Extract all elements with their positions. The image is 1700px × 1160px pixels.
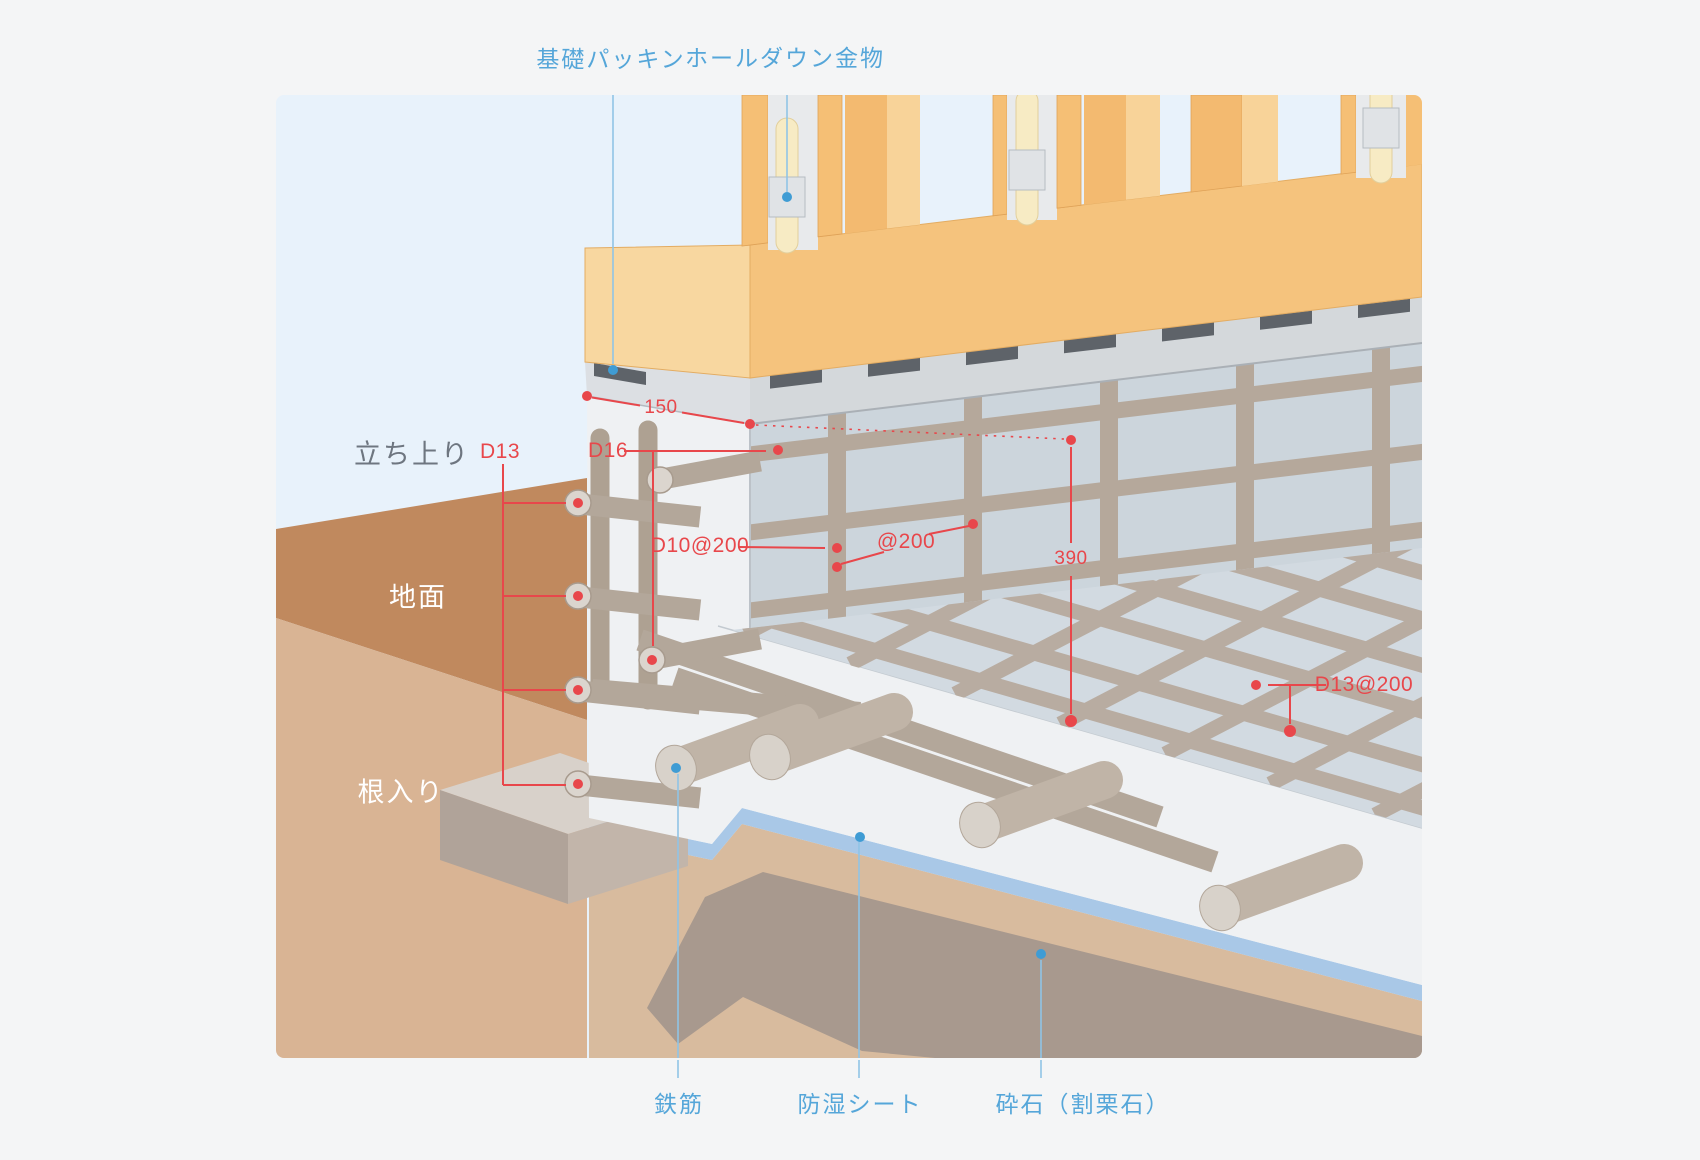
label-foundation-packing: 基礎パッキン [536,46,686,72]
columns [741,95,1422,254]
holddown-plate [1362,107,1400,149]
label-holddown-hardware: ホールダウン金物 [685,45,885,71]
wall-vertical-bars [828,347,1390,620]
label-dim-d13: D13 [479,440,521,463]
label-dim-d16: D16 [587,439,629,462]
red-dots [573,391,1296,789]
red-annotations [502,391,1326,789]
label-dim-390: 390 [1054,548,1088,569]
label-dim-d13-200: D13@200 [1314,673,1414,696]
blue-dots [608,192,1046,959]
label-embedment: 根入り [357,777,445,808]
label-ground: 地面 [389,582,447,613]
dim-d10-leader [737,546,826,549]
dim-at200-leader [840,525,970,565]
crushed-stone-layer [647,872,1422,1058]
dim-d16-leader [624,450,766,646]
label-rise: 立ち上り [354,439,470,470]
concrete-cut-face [587,398,1422,985]
label-dim-at200: @200 [876,530,936,553]
ground-soil [276,478,587,1058]
substrate-layers [440,753,1422,1058]
stone-block-front [440,790,568,904]
dim-150-line [591,396,1065,440]
label-rebar: 鉄筋 [654,1091,704,1117]
holddown-plate [1008,149,1046,191]
wall-horizontal-bars [750,365,1422,619]
wall-front-face [749,343,1422,628]
label-crushed-stone: 砕石（割栗石） [995,1091,1171,1117]
side-wall-bar-ends [564,489,702,809]
label-moisture-sheet: 防湿シート [797,1091,923,1117]
blue-leader-stubs [677,1060,1042,1078]
dim-d13-leader [502,464,566,786]
label-dim-d10-200: D10@200 [650,534,750,557]
slab-mesh [732,547,1422,828]
label-dim-150: 150 [644,397,678,418]
dim-d13-200-leader [1268,684,1326,724]
blue-leaders [612,95,1042,1058]
exposed-rebar [564,420,1363,932]
